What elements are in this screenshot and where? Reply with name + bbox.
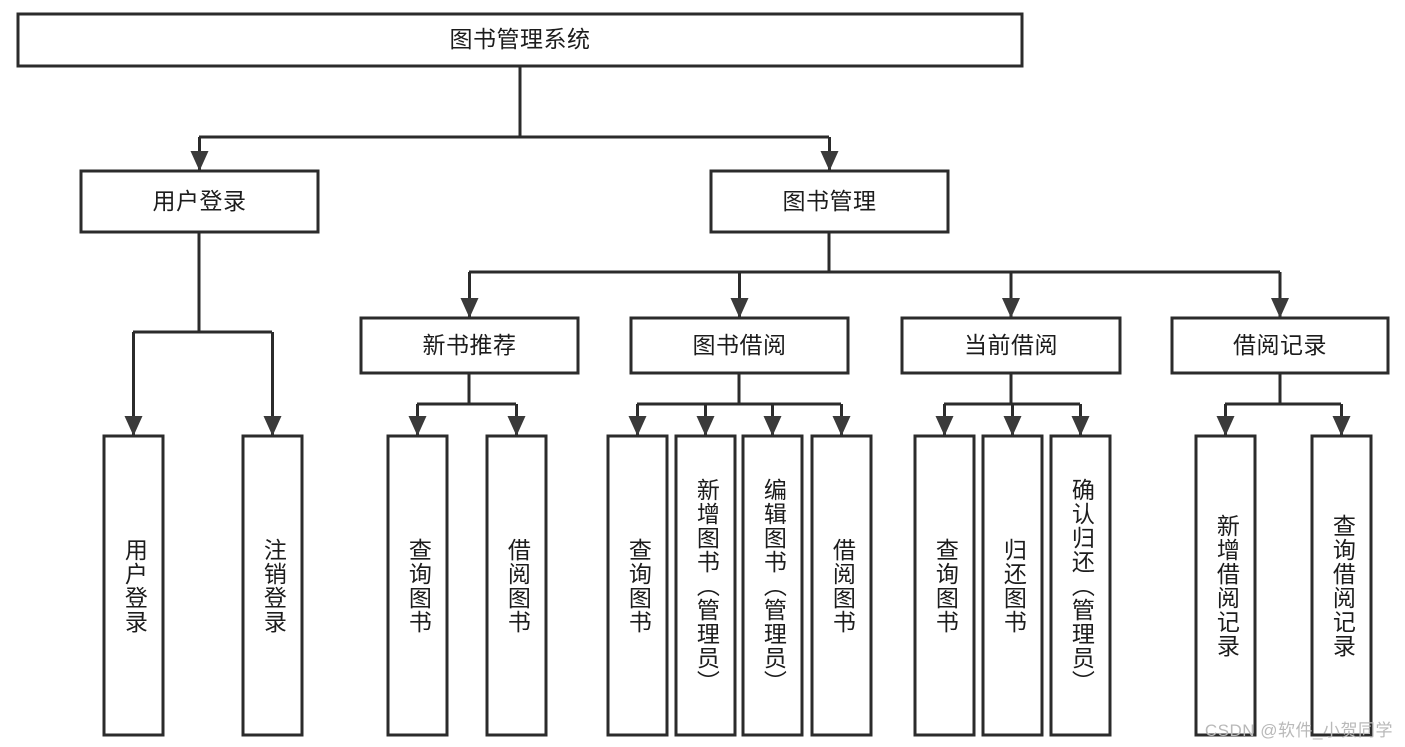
- node-box-book-borrow[interactable]: [629, 316, 850, 375]
- arrow-head-leaf-query-book-rec: [408, 416, 427, 436]
- arrow-head-leaf-edit-book-admin: [763, 416, 782, 436]
- node-box-leaf-borrow-book[interactable]: [810, 434, 873, 737]
- node-box-leaf-return-book[interactable]: [981, 434, 1044, 737]
- node-box-leaf-logout[interactable]: [241, 434, 304, 737]
- arrow-head-book-manage: [820, 151, 839, 171]
- node-box-borrow-record[interactable]: [1170, 316, 1390, 375]
- arrow-head-leaf-confirm-return-admin: [1071, 416, 1090, 436]
- node-box-leaf-user-login[interactable]: [102, 434, 165, 737]
- arrow-head-current-borrow: [1002, 298, 1020, 318]
- arrow-head-leaf-return-book: [1003, 416, 1022, 436]
- arrow-head-borrow-record: [1271, 298, 1289, 318]
- arrow-head-leaf-borrow-book: [832, 416, 851, 436]
- arrow-head-book-borrow: [730, 298, 749, 318]
- arrow-head-leaf-query-book-borrow: [628, 416, 647, 436]
- node-box-leaf-add-borrow-record[interactable]: [1194, 434, 1257, 737]
- node-box-leaf-borrow-book-rec[interactable]: [485, 434, 548, 737]
- node-box-book-manage[interactable]: [709, 169, 950, 234]
- arrow-head-leaf-query-book-current: [935, 416, 954, 436]
- arrow-head-leaf-borrow-book-rec: [507, 416, 526, 436]
- node-box-leaf-query-book-borrow[interactable]: [606, 434, 669, 737]
- arrow-head-leaf-logout: [263, 416, 282, 436]
- node-boxes-layer: [16, 12, 1390, 737]
- node-box-new-book-recommend[interactable]: [359, 316, 580, 375]
- arrow-head-leaf-add-borrow-record: [1216, 416, 1235, 436]
- node-box-leaf-add-book-admin[interactable]: [674, 434, 737, 737]
- node-box-leaf-query-borrow-record[interactable]: [1310, 434, 1373, 737]
- node-box-leaf-edit-book-admin[interactable]: [741, 434, 804, 737]
- connectors-layer: [124, 66, 1351, 436]
- arrow-head-new-book-recommend: [460, 298, 479, 318]
- arrow-head-leaf-user-login: [124, 416, 143, 436]
- node-box-leaf-query-book-rec[interactable]: [386, 434, 449, 737]
- node-box-root[interactable]: [16, 12, 1024, 68]
- arrow-head-leaf-query-borrow-record: [1332, 416, 1351, 436]
- node-box-current-borrow[interactable]: [900, 316, 1122, 375]
- arrow-head-user-login: [190, 151, 209, 171]
- arrow-head-leaf-add-book-admin: [696, 416, 715, 436]
- node-box-user-login[interactable]: [79, 169, 320, 234]
- node-box-leaf-query-book-current[interactable]: [913, 434, 976, 737]
- node-box-leaf-confirm-return-admin[interactable]: [1049, 434, 1112, 737]
